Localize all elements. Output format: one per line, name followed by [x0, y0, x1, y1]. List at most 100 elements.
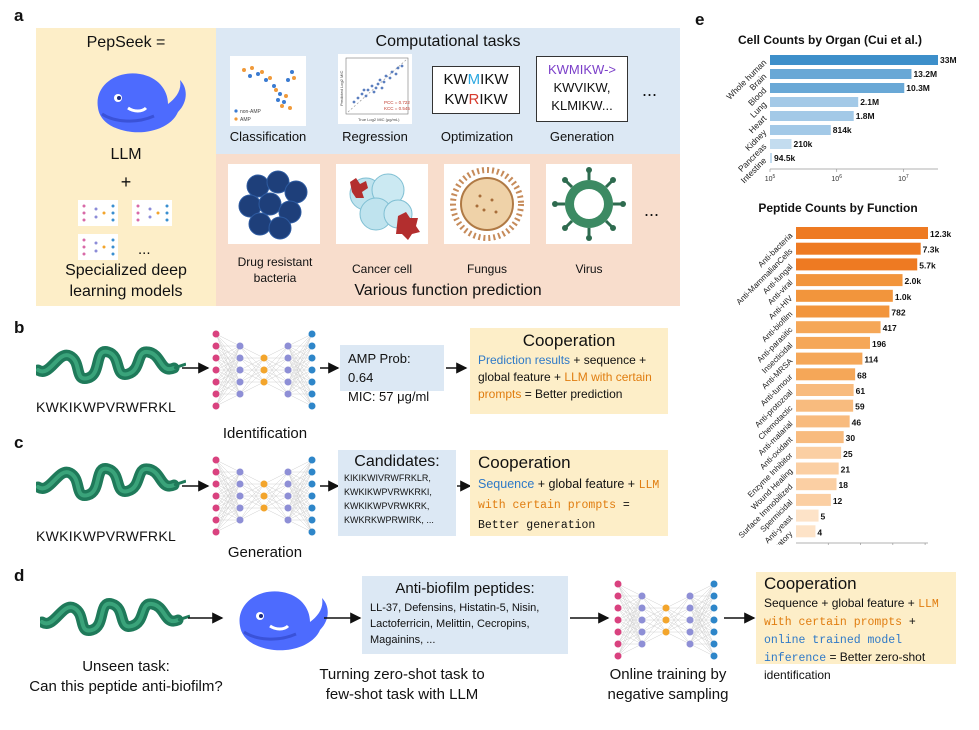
regression-xlabel: True Log2 MIC (μg/mL) [358, 117, 400, 122]
regression-pcc: PCC = 0.722 [384, 100, 410, 105]
chart-bar [770, 69, 912, 79]
nn-node [284, 504, 292, 512]
nn-node [614, 604, 622, 612]
chart-bar [770, 153, 772, 163]
arrow [182, 362, 210, 374]
panel-label-e: e [695, 10, 705, 29]
regression-kcc: KCC = 0.545 [384, 106, 410, 111]
chart-data-label: 61 [856, 386, 866, 396]
coop-prediction-results: Prediction results [478, 353, 571, 367]
nn-node [212, 456, 220, 464]
chart-data-label: 2.0k [905, 276, 922, 286]
chart-bar [796, 462, 839, 475]
chart-data-label: 196 [872, 339, 886, 349]
amp-probability: AMP Prob: 0.64 [348, 351, 411, 385]
chart-bar [796, 399, 854, 412]
virus-icon [546, 164, 632, 244]
pepseek-box: PepSeek = LLM + ... Specialized deep lea… [36, 28, 216, 306]
nn-node [638, 616, 646, 624]
arrow [324, 612, 362, 624]
chart-bar [796, 431, 844, 444]
opt-line1-post: IKW [480, 71, 509, 88]
chart-bar [796, 509, 819, 522]
chart-bar [796, 368, 856, 381]
llm-caption-line2: few-shot task with LLM [325, 686, 479, 703]
cooperation-box-d: Cooperation Sequence + global feature + … [756, 572, 956, 682]
chart-data-label: 46 [852, 417, 862, 427]
tasks-ellipsis: ... [642, 80, 658, 100]
task-regression: Regression [342, 129, 408, 144]
nn-node [308, 456, 316, 464]
target-fungus: Fungus [466, 262, 508, 276]
chart-data-label: 33M [940, 55, 957, 65]
chart-bar [796, 227, 928, 239]
nn-node [308, 468, 316, 476]
nn-node [236, 390, 244, 398]
chart-bar [796, 274, 903, 287]
candidate-item: KIKIKWIVRWFRKLR, [344, 473, 431, 483]
nn-node [308, 330, 316, 338]
nn-node [710, 640, 718, 648]
nn-node [710, 616, 718, 624]
target-cancer-cell: Cancer cell [351, 262, 413, 276]
chart-data-label: 21 [841, 465, 851, 475]
chart-bar [796, 258, 918, 271]
nn-node [638, 592, 646, 600]
panel-label-b: b [14, 318, 25, 337]
deepseek-whale-logo [238, 589, 330, 652]
chart-bar [796, 352, 863, 365]
chart-data-label: 210k [793, 139, 812, 149]
models-ellipsis: ... [138, 241, 151, 258]
neural-network-icon [212, 330, 316, 410]
nn-node [212, 468, 220, 476]
nn-node [236, 516, 244, 524]
nn-node [212, 402, 220, 410]
prediction-result-box: AMP Prob: 0.64 MIC: 57 μg/ml [340, 345, 444, 404]
neural-network-icon [614, 580, 718, 660]
nn-node [662, 616, 670, 624]
nn-node [260, 378, 268, 386]
nn-node [260, 504, 268, 512]
chart-data-label: 4 [817, 527, 822, 537]
nn-node [308, 354, 316, 362]
nn-node [686, 616, 694, 624]
fungus-icon [444, 164, 530, 244]
chart-data-label: 12.3k [930, 229, 952, 239]
nn-node [308, 480, 316, 488]
classification-scatter-thumbnail: non-AMP AMP [230, 56, 306, 126]
chart-bar [796, 446, 842, 459]
chart-data-label: 782 [891, 308, 905, 318]
nn-node [614, 580, 622, 588]
generation-caption: Generation [227, 544, 303, 561]
chart-data-label: 59 [855, 402, 865, 412]
nn-node [638, 640, 646, 648]
chart-data-label: 1.8M [856, 111, 875, 121]
chart-bar [770, 139, 792, 149]
nn-node [284, 378, 292, 386]
coop-online-inference: online trained model inference [764, 634, 903, 665]
anti-biofilm-peptides-box: Anti-biofilm peptides: LL-37, Defensins,… [362, 576, 568, 654]
nn-node [614, 640, 622, 648]
nn-node [212, 480, 220, 488]
nn-node [710, 604, 718, 612]
gen-line1: KWMIKW-> [547, 62, 616, 77]
regression-ylabel: Predicted Log2 MIC [339, 71, 344, 106]
nn-node [686, 628, 694, 636]
arrow [320, 362, 340, 374]
cooperation-title: Cooperation [764, 574, 857, 593]
chart-data-label: 814k [833, 125, 852, 135]
nn-node [212, 330, 220, 338]
anti-biofilm-question: Can this peptide anti-biofilm? [29, 678, 223, 695]
chart-data-label: 25 [843, 449, 853, 459]
nn-node [710, 580, 718, 588]
chart-data-label: 1.0k [895, 292, 912, 302]
candidates-box: Candidates: KIKIKWIVRWFRKLR, KWKIKWPVRWK… [338, 450, 456, 536]
coop-text: + sequence + global feature + [478, 353, 647, 384]
opt-line2-pre: KW [444, 91, 469, 108]
training-caption-line1: Online training by [609, 666, 727, 683]
nn-node [614, 652, 622, 660]
function-prediction-title: Various function prediction [354, 282, 542, 299]
nn-node [212, 378, 220, 386]
targets-ellipsis: ... [644, 200, 660, 220]
arrow [457, 480, 472, 492]
